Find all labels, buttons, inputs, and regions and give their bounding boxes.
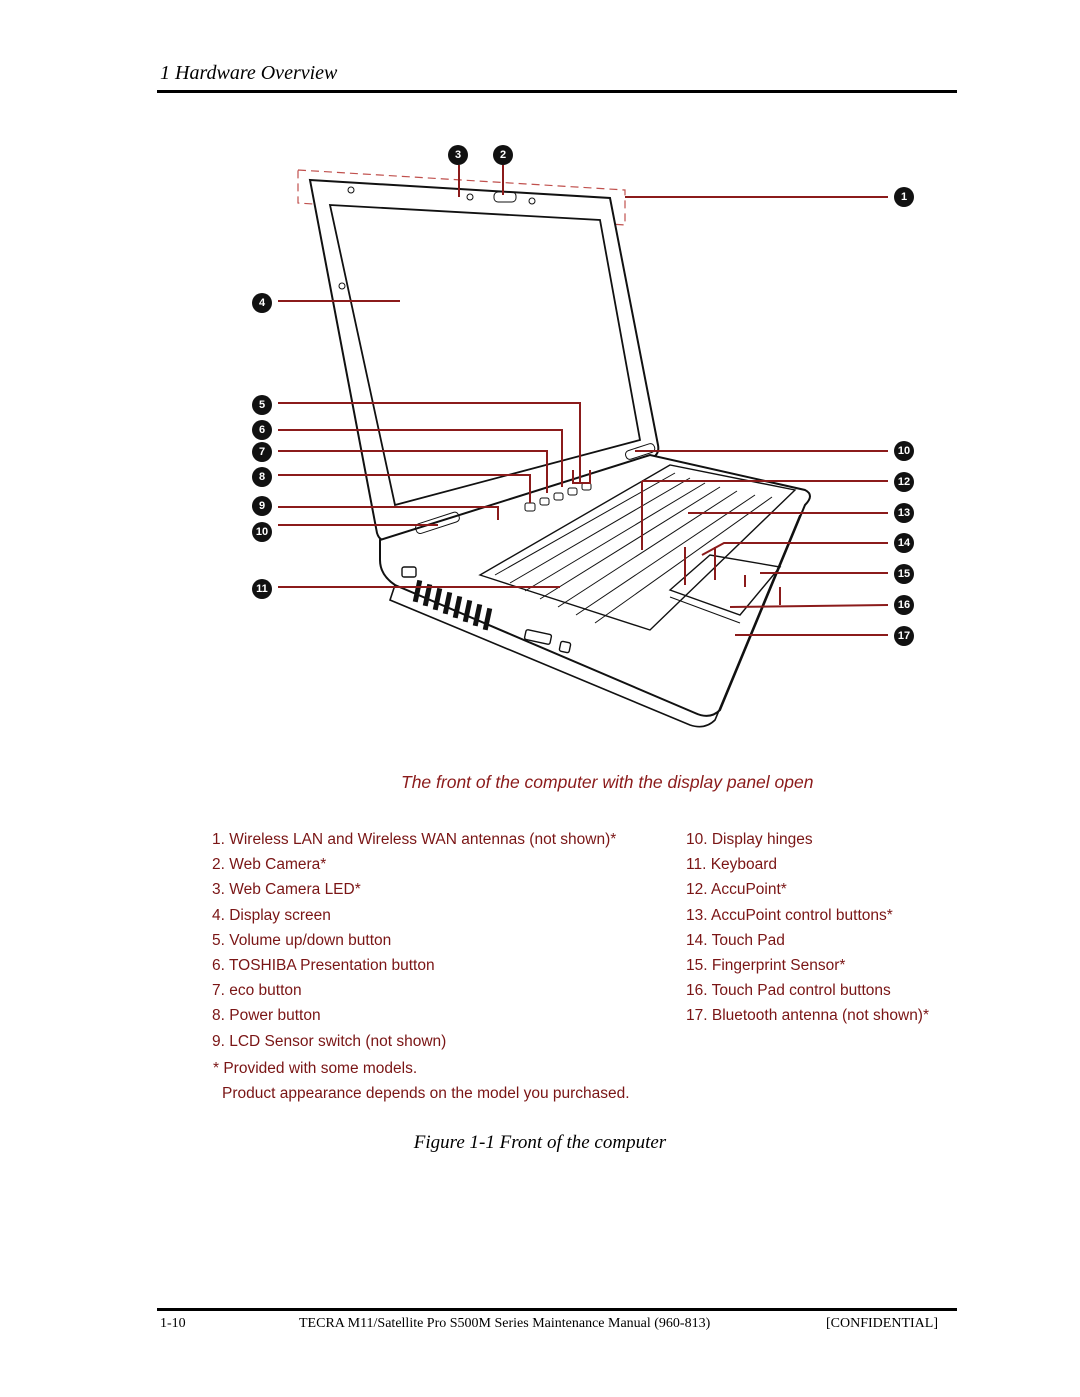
- callout-16: 16: [894, 595, 914, 615]
- callout-15: 15: [894, 564, 914, 584]
- legend-item: 5. Volume up/down button: [212, 931, 392, 949]
- legend-left: 1. Wireless LAN and Wireless WAN antenna…: [212, 827, 616, 1054]
- legend-item: 10. Display hinges: [686, 831, 813, 848]
- callout-9: 9: [252, 496, 272, 516]
- legend-item: 1. Wireless LAN and Wireless WAN antenna…: [212, 831, 617, 848]
- confidential-label: [CONFIDENTIAL]: [826, 1316, 938, 1331]
- legend-item: 9. LCD Sensor switch (not shown): [212, 1032, 447, 1050]
- legend-item: 11. Keyboard: [686, 856, 778, 874]
- callout-4: 4: [252, 293, 272, 313]
- callout-10-left: 10: [252, 522, 272, 542]
- callout-1: 1: [894, 187, 914, 207]
- legend-item: 15. Fingerprint Sensor*: [686, 956, 846, 974]
- callout-5: 5: [252, 395, 272, 415]
- callout-12: 12: [894, 472, 914, 492]
- callout-14: 14: [894, 533, 914, 553]
- laptop-illustration: 3 2 1 4 5 6 7 8 9 10 11 10 12 13 14 15 1…: [240, 135, 980, 735]
- footer-rule: [157, 1308, 957, 1311]
- header-rule: [157, 90, 957, 93]
- note-appearance: Product appearance depends on the model …: [222, 1085, 630, 1102]
- legend-item: 14. Touch Pad: [686, 931, 785, 949]
- laptop-drawing: [278, 165, 889, 728]
- callout-3: 3: [448, 145, 468, 165]
- callout-6: 6: [252, 420, 272, 440]
- legend-item: 4. Display screen: [212, 906, 331, 924]
- callout-2: 2: [493, 145, 513, 165]
- legend-right: 10. Display hinges 11. Keyboard 12. Accu…: [686, 827, 929, 1029]
- legend-item: 13. AccuPoint control buttons*: [686, 906, 893, 924]
- page-header-title: 1 Hardware Overview: [160, 62, 338, 84]
- legend-item: 2. Web Camera*: [212, 856, 327, 874]
- legend-item: 12. AccuPoint*: [686, 881, 787, 899]
- callout-13: 13: [894, 503, 914, 523]
- legend-item: 7. eco button: [212, 982, 302, 1000]
- callout-8: 8: [252, 467, 272, 487]
- legend-item: 16. Touch Pad control buttons: [686, 982, 891, 1000]
- figure-caption: Figure 1-1 Front of the computer: [413, 1132, 667, 1153]
- legend-item: 8. Power button: [212, 1007, 321, 1025]
- note-models: * Provided with some models.: [213, 1060, 418, 1077]
- callout-7: 7: [252, 442, 272, 462]
- footer-title: TECRA M11/Satellite Pro S500M Series Mai…: [299, 1316, 711, 1331]
- page-number: 1-10: [160, 1316, 186, 1331]
- legend-item: 17. Bluetooth antenna (not shown)*: [686, 1007, 930, 1025]
- callout-11: 11: [252, 579, 272, 599]
- callout-17: 17: [894, 626, 914, 646]
- legend-item: 6. TOSHIBA Presentation button: [212, 956, 435, 974]
- panel-title: The front of the computer with the displ…: [401, 772, 814, 792]
- legend-item: 3. Web Camera LED*: [212, 881, 361, 899]
- callout-10-right: 10: [894, 441, 914, 461]
